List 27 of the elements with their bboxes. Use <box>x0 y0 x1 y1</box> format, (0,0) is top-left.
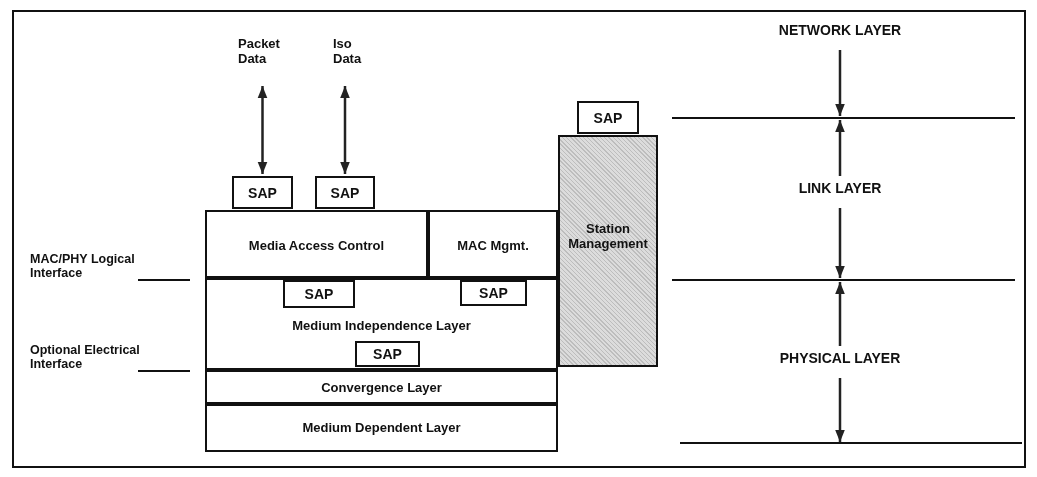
layer-title: Medium Independence Layer <box>292 318 471 334</box>
arrow <box>340 86 350 174</box>
arrow <box>835 208 845 278</box>
layer-label: LINK LAYER <box>770 180 910 202</box>
layer-box <box>205 278 558 370</box>
arrow <box>835 50 845 116</box>
sap-box: SAP <box>315 176 375 209</box>
interface-label: Optional Electrical Interface <box>30 343 141 371</box>
sap-box: SAP <box>232 176 293 209</box>
sap-box: SAP <box>460 280 527 306</box>
sap-box: SAP <box>577 101 639 134</box>
layer-box: MAC Mgmt. <box>428 210 558 278</box>
arrow <box>835 282 845 346</box>
arrow <box>835 120 845 176</box>
arrow <box>835 378 845 442</box>
layer-label: NETWORK LAYER <box>745 22 935 44</box>
data-label: Iso Data <box>333 36 383 78</box>
layer-box: Medium Dependent Layer <box>205 404 558 452</box>
interface-label: MAC/PHY Logical Interface <box>30 252 136 280</box>
station-management-column: Station Management <box>558 135 658 367</box>
layer-label: PHYSICAL LAYER <box>745 350 935 372</box>
sap-box: SAP <box>283 280 355 308</box>
layer-box: Convergence Layer <box>205 370 558 404</box>
data-label: Packet Data <box>238 36 294 78</box>
layer-box: Media Access Control <box>205 210 428 278</box>
sap-box: SAP <box>355 341 420 367</box>
arrow <box>257 86 268 174</box>
